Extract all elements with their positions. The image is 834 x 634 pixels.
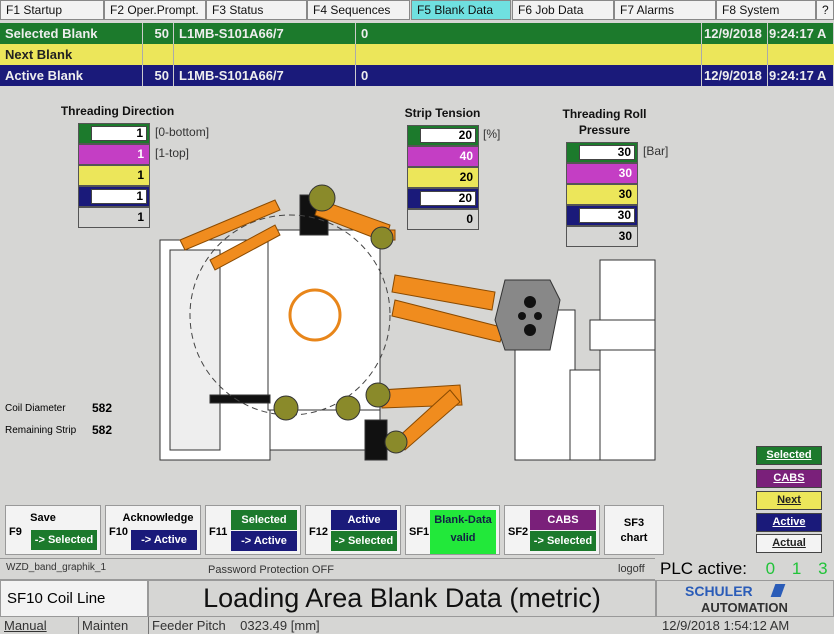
strip-tension-actual: 0 (407, 209, 479, 230)
footer-datetime: 12/9/2018 1:54:12 AM (662, 618, 790, 633)
coil-line-diagram (159, 184, 656, 461)
tab-job-data[interactable]: F6 Job Data (512, 0, 614, 20)
coil-diameter-value: 582 (92, 401, 113, 415)
tab-help[interactable]: ? (816, 0, 834, 20)
roll-pressure-cabs: 30 (566, 163, 638, 184)
legend-actual[interactable]: Actual (756, 534, 822, 553)
value-field[interactable]: 20 (420, 191, 476, 206)
tab-blank-data[interactable]: F5 Blank Data (411, 0, 511, 20)
next-blank-row[interactable]: Next Blank (0, 44, 834, 65)
value-field[interactable]: 30 (579, 145, 635, 160)
roll-pressure-selected[interactable]: 30 (566, 142, 638, 163)
feeder-pitch: Feeder Pitch 0323.49 [mm] (148, 617, 320, 634)
row-date: 12/9/2018 (702, 65, 768, 86)
tab-status[interactable]: F3 Status (206, 0, 307, 20)
legend-selected[interactable]: Selected (756, 446, 822, 465)
line-name: SF10 Coil Line (0, 580, 148, 617)
strip-tension-next: 20 (407, 167, 479, 188)
strip-tension-active[interactable]: 20 (407, 188, 479, 209)
selected-blank-row[interactable]: Selected Blank 50 L1MB-S101A66/7 0 12/9/… (0, 23, 834, 44)
footer-bar: Manual Mainten Feeder Pitch 0323.49 [mm]… (0, 617, 834, 634)
threading-direction-title: Threading Direction (60, 104, 175, 118)
unit-label: [0-bottom] (155, 125, 210, 139)
row-id: L1MB-S101A66/7 (174, 23, 356, 44)
row-time: 9:24:17 A (768, 65, 834, 86)
row-qty: 50 (143, 65, 174, 86)
mode-maintenance[interactable]: Mainten (78, 617, 128, 634)
tab-alarms[interactable]: F7 Alarms (614, 0, 716, 20)
row-value: 0 (356, 65, 702, 86)
page-title: Loading Area Blank Data (metric) (148, 580, 656, 617)
value-field[interactable]: 20 (420, 128, 476, 143)
threading-direction-active[interactable]: 1 (78, 186, 150, 207)
strip-tension-selected[interactable]: 20 (407, 125, 479, 146)
logoff-link[interactable]: logoff (618, 563, 645, 575)
tab-oper-prompt[interactable]: F2 Oper.Prompt. (104, 0, 206, 20)
status-bar (0, 558, 655, 580)
remaining-strip-value: 582 (92, 423, 113, 437)
active-blank-row[interactable]: Active Blank 50 L1MB-S101A66/7 0 12/9/20… (0, 65, 834, 86)
legend-next[interactable]: Next (756, 491, 822, 510)
roll-pressure-actual: 30 (566, 226, 638, 247)
row-label: Next Blank (0, 44, 143, 65)
plc-active: PLC active: 0 1 3 (660, 559, 828, 578)
row-date: 12/9/2018 (702, 23, 768, 44)
value-field[interactable]: 1 (91, 126, 147, 141)
screen-name: WZD_band_graphik_1 (6, 562, 107, 573)
legend-active[interactable]: Active (756, 513, 822, 532)
row-id: L1MB-S101A66/7 (174, 65, 356, 86)
roll-pressure-title: Threading Roll Pressure (562, 107, 647, 137)
legend-cabs[interactable]: CABS (756, 469, 822, 488)
unit-label: [%] (483, 127, 501, 141)
tab-startup[interactable]: F1 Startup (0, 0, 104, 20)
remaining-strip-label: Remaining Strip (5, 425, 77, 436)
row-value: 0 (356, 23, 702, 44)
roll-pressure-next: 30 (566, 184, 638, 205)
threading-direction-actual: 1 (78, 207, 150, 228)
threading-direction-selected[interactable]: 1 (78, 123, 150, 144)
row-time: 9:24:17 A (768, 23, 834, 44)
tab-system[interactable]: F8 System (716, 0, 816, 20)
coil-diameter-label: Coil Diameter (5, 403, 66, 414)
threading-direction-next: 1 (78, 165, 150, 186)
strip-tension-cabs: 40 (407, 146, 479, 167)
value-field[interactable]: 1 (91, 189, 147, 204)
mode-manual[interactable]: Manual (4, 618, 47, 633)
row-qty: 50 (143, 23, 174, 44)
threading-direction-cabs: 1 (78, 144, 150, 165)
strip-tension-title: Strip Tension (404, 106, 481, 120)
unit-label: [Bar] (643, 144, 669, 158)
row-label: Selected Blank (0, 23, 143, 44)
row-label: Active Blank (0, 65, 143, 86)
schuler-logo: SCHULER AUTOMATION (656, 580, 834, 617)
tab-sequences[interactable]: F4 Sequences (307, 0, 410, 20)
password-status: Password Protection OFF (208, 564, 334, 576)
value-field[interactable]: 30 (579, 208, 635, 223)
unit-label: [1-top] (155, 146, 190, 160)
roll-pressure-active[interactable]: 30 (566, 205, 638, 226)
